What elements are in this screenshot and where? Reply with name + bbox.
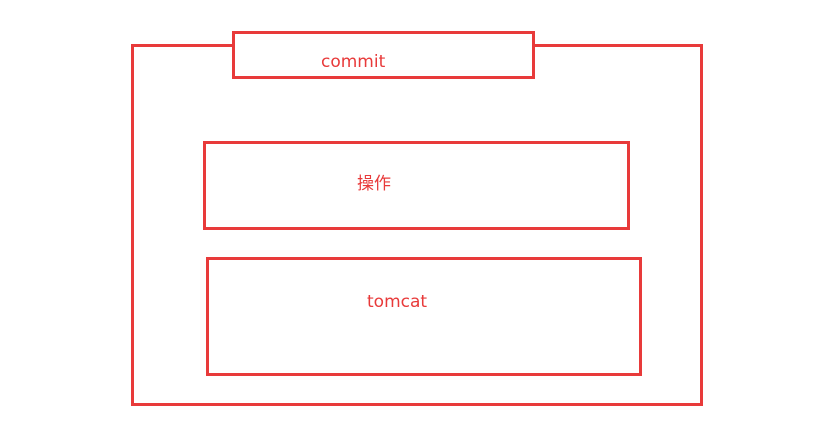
commit-box (232, 31, 535, 79)
commit-label: commit (321, 52, 386, 72)
operation-box (203, 141, 630, 230)
tomcat-label: tomcat (367, 292, 428, 312)
tomcat-box (206, 257, 642, 376)
operation-label: 操作 (357, 174, 391, 194)
